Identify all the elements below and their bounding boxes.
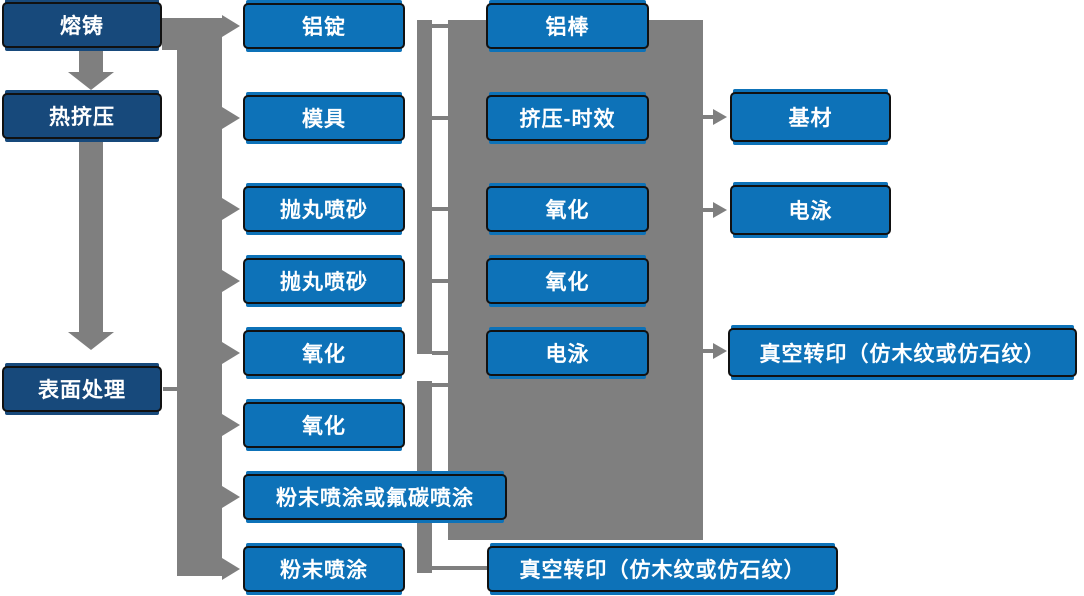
mid-stub bbox=[432, 116, 448, 120]
mid-stub bbox=[432, 279, 448, 283]
trunk-band bbox=[177, 18, 222, 576]
right-arrowhead-icon bbox=[713, 202, 727, 218]
node-aluminum-rod: 铝棒 bbox=[486, 3, 649, 49]
node-hot-extrusion: 热挤压 bbox=[2, 93, 162, 139]
node-vacuum-transfer-right: 真空转印（仿木纹或仿石纹） bbox=[728, 328, 1077, 377]
mid-stub bbox=[432, 351, 448, 355]
node-powder-coating: 粉末喷涂 bbox=[243, 546, 405, 592]
node-oxidation-2: 氧化 bbox=[243, 402, 405, 448]
down-arrowhead-icon bbox=[68, 332, 114, 350]
mid-stub bbox=[432, 383, 448, 387]
node-mold: 模具 bbox=[243, 95, 405, 141]
right-arrowhead-icon bbox=[222, 270, 240, 292]
right-arrowhead-icon bbox=[713, 109, 727, 125]
node-powder-or-fluorocarbon-coating: 粉末喷涂或氟碳喷涂 bbox=[243, 474, 507, 520]
right-arrowhead-icon bbox=[222, 198, 240, 220]
node-shot-blasting-2: 抛丸喷砂 bbox=[243, 258, 405, 304]
trunk-stub-surface-treatment bbox=[163, 387, 178, 391]
node-shot-blasting-1: 抛丸喷砂 bbox=[243, 186, 405, 232]
right-arrowhead-icon bbox=[222, 15, 240, 37]
right-arrowhead-icon bbox=[222, 342, 240, 364]
node-oxidation-3: 氧化 bbox=[486, 186, 649, 232]
node-melting-casting: 熔铸 bbox=[2, 2, 162, 48]
arrow-shaft bbox=[703, 349, 713, 353]
right-arrowhead-icon bbox=[222, 558, 240, 580]
band-extrusion-to-surface bbox=[79, 136, 103, 334]
right-arrowhead-icon bbox=[713, 343, 727, 359]
right-arrowhead-icon bbox=[222, 107, 240, 129]
node-vacuum-transfer-bottom: 真空转印（仿木纹或仿石纹） bbox=[487, 546, 838, 592]
node-oxidation-4: 氧化 bbox=[486, 258, 649, 304]
node-electrophoresis-1: 电泳 bbox=[486, 330, 649, 376]
mid-stub bbox=[432, 24, 448, 28]
right-arrowhead-icon bbox=[222, 486, 240, 508]
right-arrowhead-icon bbox=[222, 414, 240, 436]
node-base-material: 基材 bbox=[730, 92, 891, 142]
mid-stub bbox=[432, 207, 448, 211]
stub-to-vacuum-transfer-bottom bbox=[432, 566, 488, 570]
trunk-stub-melting bbox=[162, 18, 178, 50]
node-aluminum-ingot: 铝锭 bbox=[243, 3, 405, 49]
mid-bar-upper bbox=[417, 20, 432, 354]
arrow-shaft bbox=[703, 208, 713, 212]
arrow-shaft bbox=[703, 115, 713, 119]
down-arrowhead-icon bbox=[68, 72, 114, 90]
node-extrusion-aging: 挤压-时效 bbox=[486, 95, 649, 141]
node-electrophoresis-2: 电泳 bbox=[730, 185, 891, 235]
node-surface-treatment: 表面处理 bbox=[2, 366, 162, 412]
node-oxidation-1: 氧化 bbox=[243, 330, 405, 376]
